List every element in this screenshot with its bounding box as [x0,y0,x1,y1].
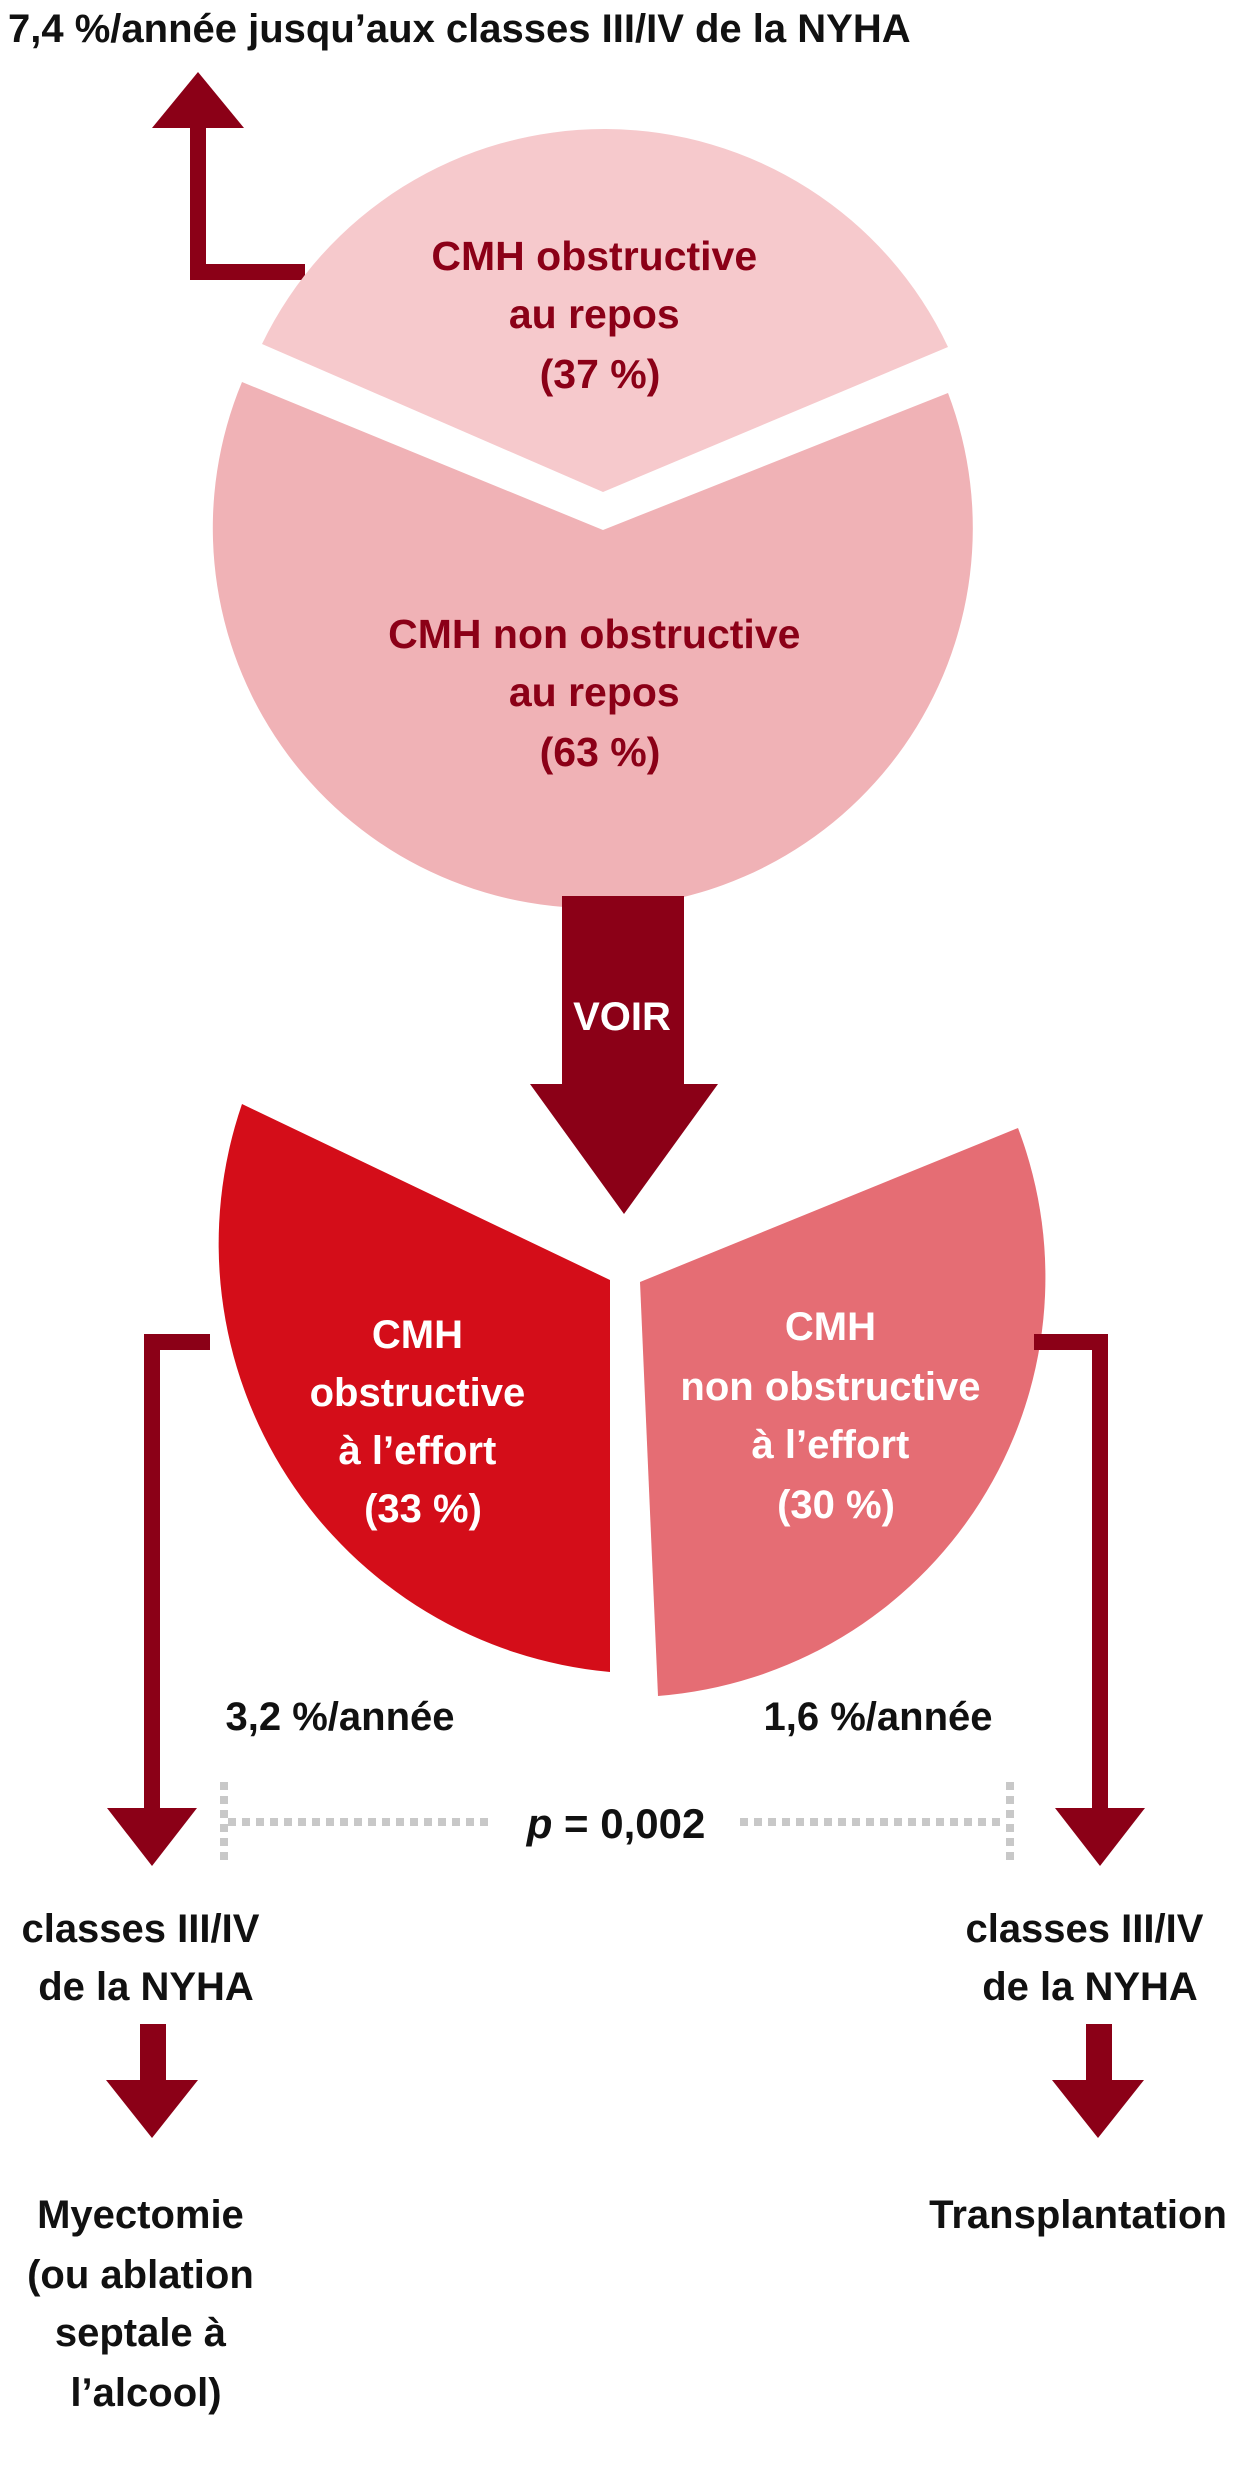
rest-obstructive-segment [262,129,948,492]
left-outcome-label: Myectomie (ou ablation septale à l’alcoo… [27,2193,265,2415]
right-lower-arrow [1052,2024,1144,2138]
effort-non-obstructive-label: CMH non obstructive à l’effort (30 %) [680,1305,991,1527]
p-value-bracket [220,1782,1014,1862]
right-outcome-label: Transplantation [929,2193,1227,2237]
effort-obstructive-label: CMH obstructive à l’effort (33 %) [310,1313,537,1531]
effort-obstructive-segment [218,1104,610,1672]
right-branch-arrow [1034,1334,1145,1866]
p-value-label: p = 0,002 [526,1800,706,1847]
left-rate-label: 3,2 %/année [225,1695,454,1739]
voir-down-arrow [530,896,718,1214]
rest-non-obstructive-label: CMH non obstructive au repos (63 %) [388,611,812,775]
right-class-label: classes III/IV de la NYHA [965,1907,1214,2009]
p-value-number: = 0,002 [552,1800,705,1847]
top-annotation: 7,4 %/année jusqu’aux classes III/IV de … [8,7,911,51]
top-left-arrow [152,72,305,280]
p-value-symbol: p [526,1800,553,1847]
left-branch-arrow [107,1334,210,1866]
effort-non-obstructive-segment [640,1128,1046,1696]
rest-non-obstructive-segment [212,382,973,909]
left-class-label: classes III/IV de la NYHA [21,1907,270,2009]
right-rate-label: 1,6 %/année [763,1695,992,1739]
left-lower-arrow [106,2024,198,2138]
rest-obstructive-label: CMH obstructive au repos (37 %) [431,233,768,397]
voir-label: VOIR [573,995,671,1039]
